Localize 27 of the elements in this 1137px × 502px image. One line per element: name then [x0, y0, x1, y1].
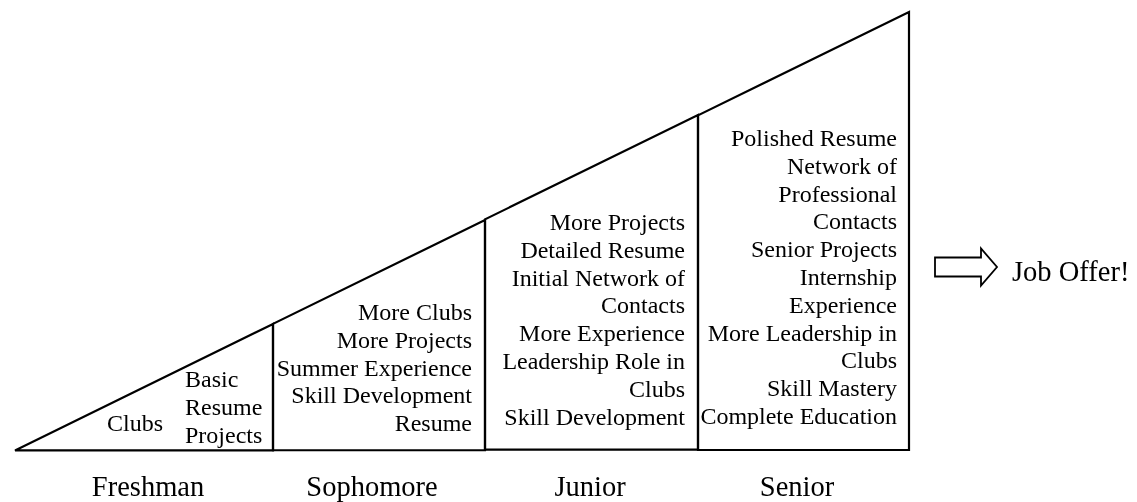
year-label: Freshman [91, 471, 205, 502]
milestone-text: Polished Resume [730, 125, 897, 153]
milestone-text: Skill Development [290, 382, 472, 411]
milestone-text: Leadership Role in Clubs [501, 347, 685, 404]
milestone-text: Projects [185, 422, 263, 450]
milestone-text: Internship Experience [788, 264, 897, 320]
milestone-text: More Clubs [357, 299, 472, 327]
milestone-text: More Leadership in Clubs [706, 319, 897, 376]
block-arrow [934, 246, 999, 288]
milestone-text: Network of Professional Contacts [777, 152, 897, 237]
year-label: Junior [554, 471, 626, 502]
milestone-text: Initial Network of Contacts [510, 264, 685, 321]
milestone-text: More Experience [518, 320, 685, 348]
milestone-text: Skill Mastery [766, 375, 897, 403]
milestone-text: More Projects [548, 209, 685, 237]
milestone-text: Clubs [107, 410, 163, 438]
milestone-text: Skill Development [503, 403, 685, 432]
milestone-text: Basic Resume [185, 366, 264, 422]
milestone-text: Resume [393, 410, 472, 438]
milestone-text: Senior Projects [750, 236, 897, 264]
milestone-text: More Projects [335, 326, 472, 355]
year-label: Sophomore [306, 471, 438, 502]
outcome-text: Job Offer! [1012, 254, 1137, 290]
year-label: Senior [759, 471, 835, 502]
milestone-text: Summer Experience [276, 354, 472, 383]
milestone-text: Complete Education [699, 402, 897, 431]
milestone-text: Detailed Resume [519, 236, 685, 265]
